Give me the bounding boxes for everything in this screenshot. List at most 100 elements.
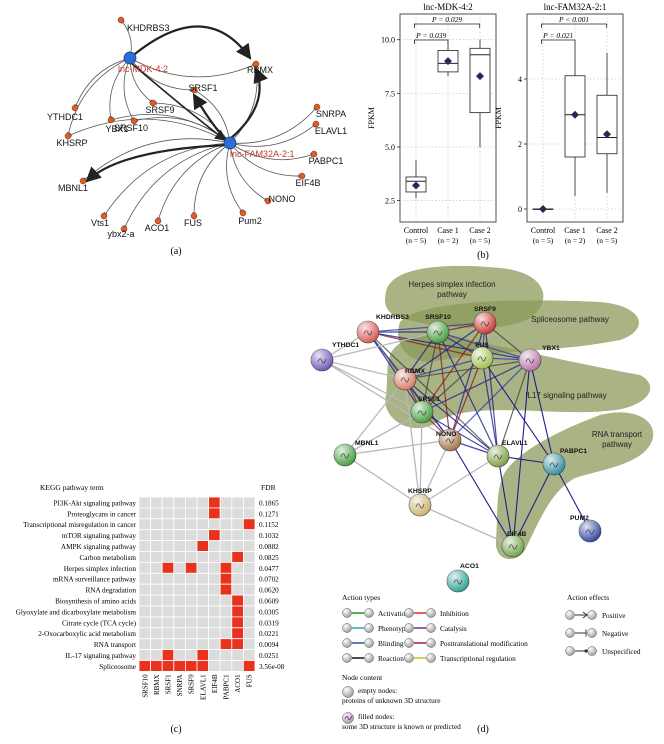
heatmap-cell-srsf1 xyxy=(161,638,175,651)
heatmap-cell-srsf10 xyxy=(138,551,152,563)
heatmap-cell-eif4b xyxy=(208,616,221,629)
heatmap-cell-srsf1 xyxy=(161,660,175,672)
heatmap-fdr-value: 0.0882 xyxy=(259,543,279,551)
heatmap-cell-eif4b xyxy=(208,660,221,672)
boxplot-sig-bracket-lnc-mdk-4-2 xyxy=(414,39,449,44)
legend-effect-label: Negative xyxy=(602,629,628,638)
heatmap-cell-snrpa xyxy=(173,496,186,509)
heatmap-col-label-srsf1: SRSF1 xyxy=(165,674,173,694)
heatmap-cell-snrpa xyxy=(173,627,186,640)
heatmap-cell-srsf9 xyxy=(184,529,198,542)
node-d-structure-icon xyxy=(480,321,490,327)
legend-effect-unspecificed: Unspecificed xyxy=(565,646,641,656)
heatmap-row-citrate-cycle-tca-cycle: Citrate cycle (TCA cycle)0.0319 xyxy=(62,616,279,629)
node-a-pum2 xyxy=(239,209,247,217)
heatmap-cell-pabpc1 xyxy=(219,562,233,574)
heatmap-cell-srsf1 xyxy=(161,572,175,585)
boxplot-sig-bracket-lnc-fam32a-2-1 xyxy=(541,39,576,44)
edge-d-khdrbs3-srsf9 xyxy=(367,322,486,333)
legend-effect-negative: Negative xyxy=(565,628,628,638)
panel-d-legend: Action typesActivationPhenotypeBlindingR… xyxy=(342,593,641,731)
boxplot-ytick-label-lnc-fam32a-2-1: 4 xyxy=(518,75,522,84)
heatmap-row-label: Herpes simplex infection xyxy=(64,565,137,573)
node-d-nono: NONO xyxy=(436,428,462,452)
heatmap-cell-srsf1 xyxy=(161,616,175,629)
heatmap-cell-srsf10 xyxy=(138,562,152,574)
edge-d-khdrbs3-srsf1 xyxy=(367,331,423,413)
node-a-label-snrpa: SNRPA xyxy=(316,109,346,119)
heatmap-cell-snrpa xyxy=(173,594,186,607)
heatmap-row-label: PI3K-Akt signaling pathway xyxy=(53,499,136,507)
edge-lnc-fam-snrpa xyxy=(229,106,318,144)
node-a-label-nono: NONO xyxy=(269,194,296,204)
heatmap-row-label: mRNA surveillance pathway xyxy=(53,576,136,584)
node-a-label-elavl1: ELAVL1 xyxy=(315,126,347,136)
heatmap-cell-elavl1 xyxy=(196,616,210,629)
node-a-label-pabpc1: PABPC1 xyxy=(309,156,344,166)
heatmap-cell-eif4b xyxy=(208,540,221,552)
heatmap-cell-aco1 xyxy=(231,551,244,563)
boxplot-ytick-label-lnc-fam32a-2-1: 2 xyxy=(518,140,522,149)
boxplot-sig-label-lnc-fam32a-2-1: P = 0.021 xyxy=(542,31,573,40)
box-mean-marker xyxy=(571,110,579,119)
heatmap-cell-elavl1 xyxy=(196,529,210,542)
edge-lnc-fam-rbmx xyxy=(229,63,259,144)
node-a-lnc-fam32a-2-1 xyxy=(223,136,237,150)
node-a-label-khsrp: KHSRP xyxy=(56,138,87,148)
node-d-label: KHDRBS3 xyxy=(376,314,409,321)
legend-ball xyxy=(587,628,597,638)
boxplot-ytick-label-lnc-mdk-4-2: 2.5 xyxy=(385,197,395,206)
heatmap-fdr-value: 0.0702 xyxy=(259,576,279,584)
edge-lnc-mdk-rbmx xyxy=(129,57,257,78)
legend-filled-nodes: filled nodes: xyxy=(358,712,394,721)
heatmap-cell-pabpc1 xyxy=(219,507,233,520)
heatmap-cell-snrpa xyxy=(173,638,186,651)
heatmap-cell-pabpc1 xyxy=(219,540,233,552)
node-a-label-srsf9: SRSF9 xyxy=(145,105,174,115)
heatmap-cell-srsf10 xyxy=(138,583,152,596)
panel-label-c: (c) xyxy=(170,724,181,735)
edge-d-srsf10-nono xyxy=(437,331,451,441)
box-mean-marker xyxy=(603,130,611,139)
edge-d-fus-nono xyxy=(449,357,483,441)
edge-lnc-fam-fus xyxy=(191,142,231,217)
heatmap-cell-aco1 xyxy=(231,660,244,672)
pathway-label-spliceosome: Spliceosome pathway xyxy=(531,315,609,324)
edge-d-ythdc1-srsf10 xyxy=(321,331,439,361)
boxplot-xlabel-lnc-fam32a-2-1: Case 2 xyxy=(596,226,618,235)
heatmap-cell-pabpc1 xyxy=(219,572,233,585)
legend-ball xyxy=(342,608,352,618)
node-d-rbmx: RBMX xyxy=(393,367,425,391)
heatmap-cell-rbmx xyxy=(150,583,163,596)
legend-label: Inhibition xyxy=(440,609,469,618)
heatmap-cell-srsf1 xyxy=(161,518,175,531)
node-d-shade xyxy=(471,347,493,369)
node-a-nono xyxy=(264,197,272,205)
node-d-khsrp: KHSRP xyxy=(408,488,432,517)
legend-effect-label: Unspecificed xyxy=(602,647,641,656)
edge-d-ybx1-nono xyxy=(449,359,531,441)
heatmap-cell-srsf10 xyxy=(138,616,152,629)
edge-lnc-fam-eif4b xyxy=(229,142,303,179)
boxplot-ylabel-lnc-mdk-4-2: FPKM xyxy=(367,107,376,129)
heatmap-fdr-value: 3.56e-08 xyxy=(259,663,285,671)
heatmap-cell-aco1 xyxy=(231,518,244,531)
heatmap-cell-srsf10 xyxy=(138,594,152,607)
heatmap-cell-fus xyxy=(242,627,256,640)
node-a-aco1 xyxy=(154,217,162,225)
legend-ball xyxy=(342,638,352,648)
node-d-shade xyxy=(474,312,496,334)
edge-d-khsrp-nono xyxy=(419,439,451,506)
edge-lnc-fam-ybx2-a xyxy=(123,142,231,230)
heatmap-cell-rbmx xyxy=(150,649,163,661)
legend-ball xyxy=(404,623,414,633)
panel-d-edges xyxy=(321,322,591,547)
heatmap-cell-rbmx xyxy=(150,562,163,574)
legend-ball xyxy=(587,646,597,656)
heatmap-cell-srsf9 xyxy=(184,616,198,629)
